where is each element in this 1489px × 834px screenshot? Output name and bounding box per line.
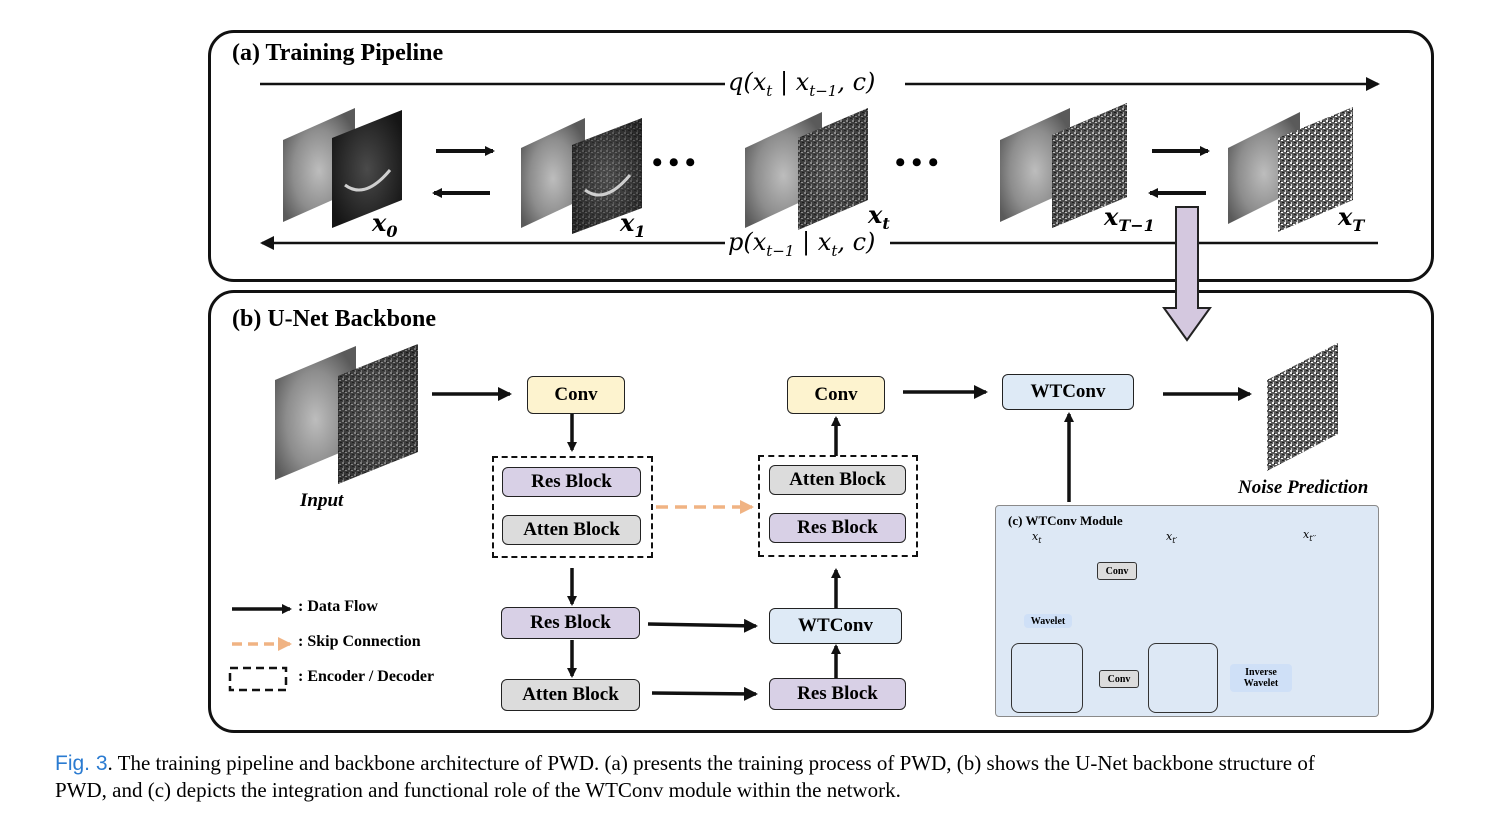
caption-line-1: Fig. 3. The training pipeline and backbo… — [55, 750, 1489, 777]
module-wavelet-tag: Wavelet — [1024, 614, 1072, 628]
unet-backbone-title: (b) U-Net Backbone — [232, 306, 436, 332]
reverse-process-label: p(xt−1 | xt, c) — [728, 228, 876, 260]
figure-caption: Fig. 3. The training pipeline and backbo… — [55, 750, 1489, 803]
module-label-xt-prime: xt′ — [1166, 530, 1178, 546]
ellipsis-2: ••• — [895, 146, 945, 179]
legend-data-flow-label: : Data Flow — [298, 598, 378, 615]
decoder-res-block: Res Block — [769, 513, 906, 543]
wtconv-module-title: (c) WTConv Module — [1008, 513, 1123, 528]
legend-dashed-box — [228, 666, 288, 692]
decoder-atten-block: Atten Block — [769, 465, 906, 495]
legend-encoder-decoder-label: : Encoder / Decoder — [298, 668, 435, 685]
state-label-xT: xT — [1338, 202, 1365, 235]
conv-out-block: Conv — [787, 376, 885, 414]
mid-res-block: Res Block — [501, 607, 640, 639]
mid-res2-block: Res Block — [769, 678, 906, 710]
state-label-x0: x0 — [372, 208, 398, 241]
caption-text-1: . The training pipeline and backbone arc… — [107, 751, 1315, 775]
unet-backbone-panel — [208, 290, 1434, 733]
training-pipeline-panel — [208, 30, 1434, 282]
module-conv-block-2: Conv — [1099, 670, 1139, 688]
module-conv-block-1: Conv — [1097, 562, 1137, 580]
mid-wtconv-block: WTConv — [769, 608, 902, 644]
module-label-xt-double-prime: xt′′ — [1303, 528, 1317, 544]
image-pair-x0 — [283, 108, 402, 228]
big-down-arrow — [1162, 206, 1212, 342]
noise-prediction-image — [1267, 343, 1338, 471]
training-pipeline-title: (a) Training Pipeline — [232, 40, 444, 66]
encoder-res-block: Res Block — [502, 467, 641, 497]
res-to-wtconv-arrow — [647, 618, 758, 633]
figure-reference-link[interactable]: Fig. 3 — [55, 752, 108, 775]
encoder-box — [492, 456, 653, 558]
encoder-atten-block: Atten Block — [502, 515, 641, 545]
mid-atten-block: Atten Block — [501, 679, 640, 711]
image-pair-xT-1 — [1000, 103, 1127, 228]
caption-line-2: PWD, and (c) depicts the integration and… — [55, 778, 901, 802]
module-wavelet-subbands-box — [1011, 643, 1083, 713]
legend-skip-connection-label: : Skip Connection — [298, 633, 421, 650]
state-label-xT-1: xT−1 — [1104, 202, 1155, 235]
module-label-xt: xt — [1032, 530, 1042, 546]
module-conv-subbands-box — [1148, 643, 1218, 713]
wtconv-main-block: WTConv — [1002, 374, 1134, 410]
forward-process-label: q(xt | xt−1, c) — [728, 68, 876, 100]
module-inverse-wavelet-tag: Inverse Wavelet — [1230, 664, 1292, 692]
noise-prediction-label: Noise Prediction — [1238, 477, 1369, 498]
input-image — [275, 344, 418, 484]
ellipsis-1: ••• — [652, 146, 702, 179]
atten-to-res-arrow — [651, 686, 758, 701]
image-pair-xT — [1228, 107, 1353, 232]
image-pair-x1 — [521, 118, 642, 234]
state-label-x1: x1 — [620, 208, 646, 241]
decoder-box — [758, 455, 918, 557]
input-label: Input — [300, 490, 344, 511]
state-label-xt: xt — [868, 200, 890, 233]
image-pair-xt — [745, 108, 868, 230]
conv-in-block: Conv — [527, 376, 625, 414]
